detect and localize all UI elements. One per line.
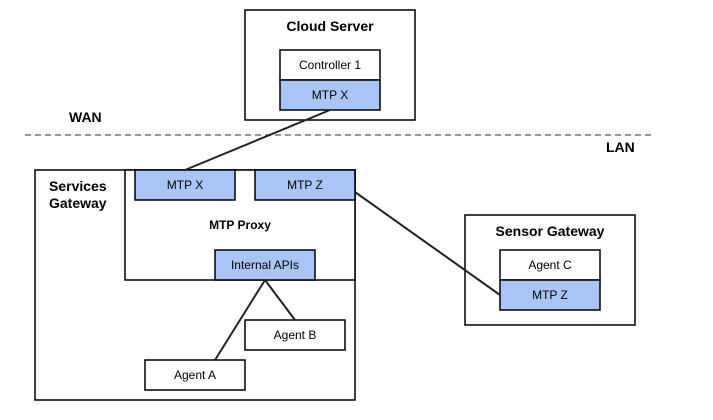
link-proxy-mtp-z-to-sensor-mtp-z	[354, 191, 501, 296]
wan-label: WAN	[69, 109, 102, 125]
link-cloud-mtp-x-to-proxy-mtp-x	[184, 109, 331, 171]
mtp-proxy: MTP Proxy MTP X MTP Z Internal APIs	[124, 169, 356, 281]
sensor-mtp-z-label: MTP Z	[532, 288, 568, 302]
internal-apis-label: Internal APIs	[231, 258, 299, 272]
link-internal-apis-to-agent-b	[264, 279, 296, 321]
cloud-server-title: Cloud Server	[286, 18, 374, 34]
sensor-gateway: Sensor Gateway Agent C MTP Z	[464, 214, 636, 326]
controller-1-label: Controller 1	[299, 58, 361, 72]
proxy-mtp-x-box	[134, 169, 236, 201]
proxy-mtp-z-label: MTP Z	[287, 178, 323, 192]
mtp-proxy-title: MTP Proxy	[209, 218, 271, 232]
agent-b-label: Agent B	[274, 328, 317, 342]
proxy-mtp-x-label: MTP X	[167, 178, 203, 192]
controller-1-box	[279, 49, 381, 81]
agent-a-box	[144, 359, 246, 391]
cloud-mtp-x-label: MTP X	[312, 88, 348, 102]
lan-label: LAN	[606, 139, 635, 155]
sensor-gateway-title: Sensor Gateway	[496, 223, 605, 239]
agent-b-box	[244, 319, 346, 351]
services-gateway-title-line2: Gateway	[49, 195, 107, 211]
services-gateway-title-line1: Services	[49, 178, 107, 194]
agent-c-label: Agent C	[528, 258, 572, 272]
cloud-server: Cloud Server Controller 1 MTP X	[244, 9, 416, 121]
internal-apis-box	[214, 249, 316, 281]
services-gateway: Services Gateway MTP Proxy MTP X MTP Z I…	[34, 169, 356, 401]
agent-c-box	[499, 249, 601, 281]
agent-a-label: Agent A	[174, 368, 216, 382]
proxy-mtp-z-box	[254, 169, 356, 201]
link-internal-apis-to-agent-a	[214, 279, 266, 361]
